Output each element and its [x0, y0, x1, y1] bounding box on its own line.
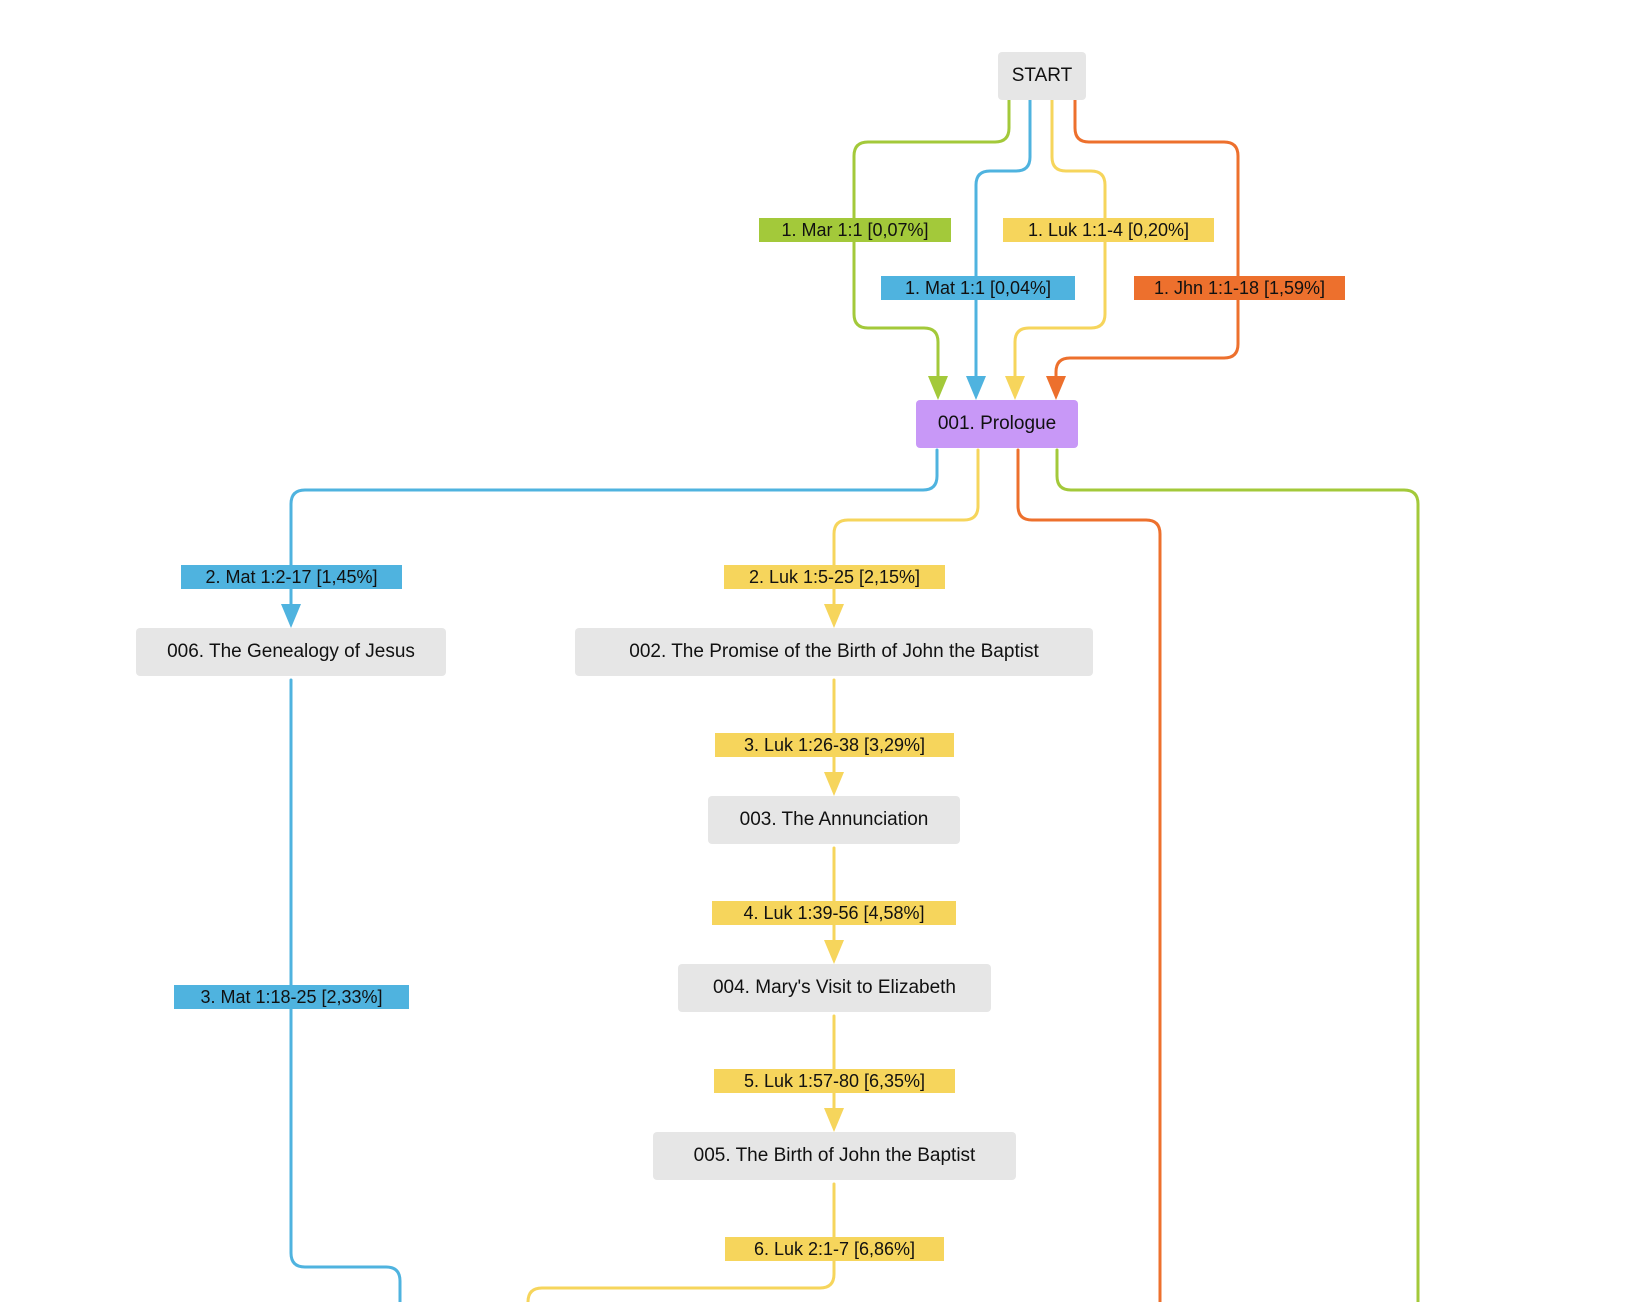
arrowhead-luk-5	[824, 1108, 844, 1132]
node-birth-of-john[interactable]: 005. The Birth of John the Baptist	[653, 1132, 1016, 1180]
edge-label-luk-3: 3. Luk 1:26-38 [3,29%]	[715, 733, 954, 757]
node-start[interactable]: START	[998, 52, 1086, 100]
edge-luk-6	[526, 1182, 836, 1304]
edge-jhn-2	[1016, 448, 1162, 1304]
edge-label-jhn-1: 1. Jhn 1:1-18 [1,59%]	[1134, 276, 1345, 300]
edge-label-luk-4: 4. Luk 1:39-56 [4,58%]	[712, 901, 956, 925]
edge-mar-2	[1055, 448, 1420, 1304]
edge-label-luk-2: 2. Luk 1:5-25 [2,15%]	[724, 565, 945, 589]
arrowhead-luk-1	[1005, 376, 1025, 400]
node-prologue[interactable]: 001. Prologue	[916, 400, 1078, 448]
node-genealogy-of-jesus[interactable]: 006. The Genealogy of Jesus	[136, 628, 446, 676]
arrowhead-luk-4	[824, 940, 844, 964]
edge-luk-1	[1013, 98, 1107, 390]
edge-mat-3	[289, 678, 402, 1304]
node-annunciation[interactable]: 003. The Annunciation	[708, 796, 960, 844]
edge-mat-1	[974, 98, 1032, 390]
edge-label-mat-1: 1. Mat 1:1 [0,04%]	[881, 276, 1075, 300]
arrowhead-mat-1	[966, 376, 986, 400]
node-promise-birth-john[interactable]: 002. The Promise of the Birth of John th…	[575, 628, 1093, 676]
edge-jhn-1	[1054, 98, 1240, 390]
edge-luk-2	[832, 448, 980, 617]
arrowhead-jhn-1	[1046, 376, 1066, 400]
edge-label-luk-1: 1. Luk 1:1-4 [0,20%]	[1003, 218, 1214, 242]
arrowhead-luk-2	[824, 604, 844, 628]
edge-mat-2	[289, 448, 939, 617]
edge-label-mat-3: 3. Mat 1:18-25 [2,33%]	[174, 985, 409, 1009]
edge-label-luk-5: 5. Luk 1:57-80 [6,35%]	[714, 1069, 955, 1093]
arrowhead-mar-1	[928, 376, 948, 400]
arrowhead-mat-2	[281, 604, 301, 628]
edge-mar-1	[852, 98, 1011, 390]
edge-label-mat-2: 2. Mat 1:2-17 [1,45%]	[181, 565, 402, 589]
edge-label-mar-1: 1. Mar 1:1 [0,07%]	[759, 218, 951, 242]
node-marys-visit[interactable]: 004. Mary's Visit to Elizabeth	[678, 964, 991, 1012]
arrowhead-luk-3	[824, 772, 844, 796]
edge-label-luk-6: 6. Luk 2:1-7 [6,86%]	[725, 1237, 944, 1261]
